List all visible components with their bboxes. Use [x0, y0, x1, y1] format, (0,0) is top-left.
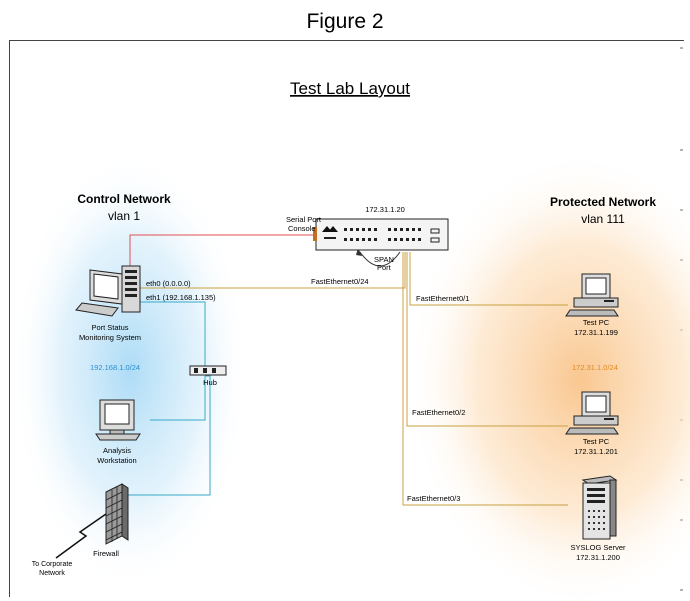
fe03-label: FastEthernet0/3: [407, 494, 460, 503]
hub-label: Hub: [203, 378, 217, 387]
control-subnet: 192.168.1.0/24: [90, 363, 140, 372]
analysis-label: Analysis: [103, 446, 131, 455]
lightning-bolt-icon: [55, 513, 107, 559]
test-pc-2-ip: 172.31.1.201: [574, 447, 618, 456]
port-status-label: Port Status: [91, 323, 128, 332]
protected-network-glow: [405, 150, 690, 601]
firewall-icon: [105, 483, 129, 545]
span-port-label: Port: [377, 263, 392, 272]
protected-network-vlan: vlan 111: [581, 212, 625, 226]
fe01-label: FastEthernet0/1: [416, 294, 469, 303]
syslog-label: SYSLOG Server: [570, 543, 626, 552]
corporate-label-1: To Corporate: [32, 561, 73, 568]
serial-port-label: Serial Port: [286, 215, 322, 224]
corporate-label-2: Network: [39, 570, 65, 577]
console-label: Console: [288, 224, 316, 233]
test-pc-1-ip: 172.31.1.199: [574, 328, 618, 337]
fe024-label: FastEthernet0/24: [311, 277, 369, 286]
diagram-frame: [9, 40, 684, 597]
span-label: SPAN: [374, 255, 394, 264]
switch-logo: [322, 226, 338, 232]
diagram-title: Test Lab Layout: [290, 79, 410, 98]
fe02-label: FastEthernet0/2: [412, 408, 465, 417]
control-network-title: Control Network: [77, 192, 171, 206]
control-cables: [125, 301, 211, 496]
protected-subnet: 172.31.1.0/24: [572, 363, 618, 372]
ethernet-cables: [140, 252, 568, 506]
figure-title: Figure 2: [306, 10, 384, 33]
test-pc-2-icon: [565, 391, 619, 435]
hub-icon: [189, 365, 227, 376]
serial-cable: [129, 234, 314, 278]
syslog-ip: 172.31.1.200: [576, 553, 620, 562]
analysis-workstation-icon: [95, 399, 141, 441]
eth0-label: eth0 (0.0.0.0): [146, 279, 191, 288]
syslog-server-icon: [581, 475, 618, 540]
monitoring-system-label: Monitoring System: [79, 333, 141, 342]
test-pc-2-label: Test PC: [583, 437, 610, 446]
port-status-system-icon: [75, 265, 141, 317]
workstation-label: Workstation: [97, 456, 136, 465]
firewall-label: Firewall: [93, 549, 119, 558]
test-pc-1-label: Test PC: [583, 318, 610, 327]
control-network-vlan: vlan 1: [108, 209, 140, 223]
switch-ip: 172.31.1.20: [365, 205, 405, 214]
protected-network-title: Protected Network: [550, 195, 656, 209]
test-pc-1-icon: [565, 273, 619, 317]
switch-device: [313, 218, 449, 251]
eth1-label: eth1 (192.168.1.135): [146, 293, 216, 302]
